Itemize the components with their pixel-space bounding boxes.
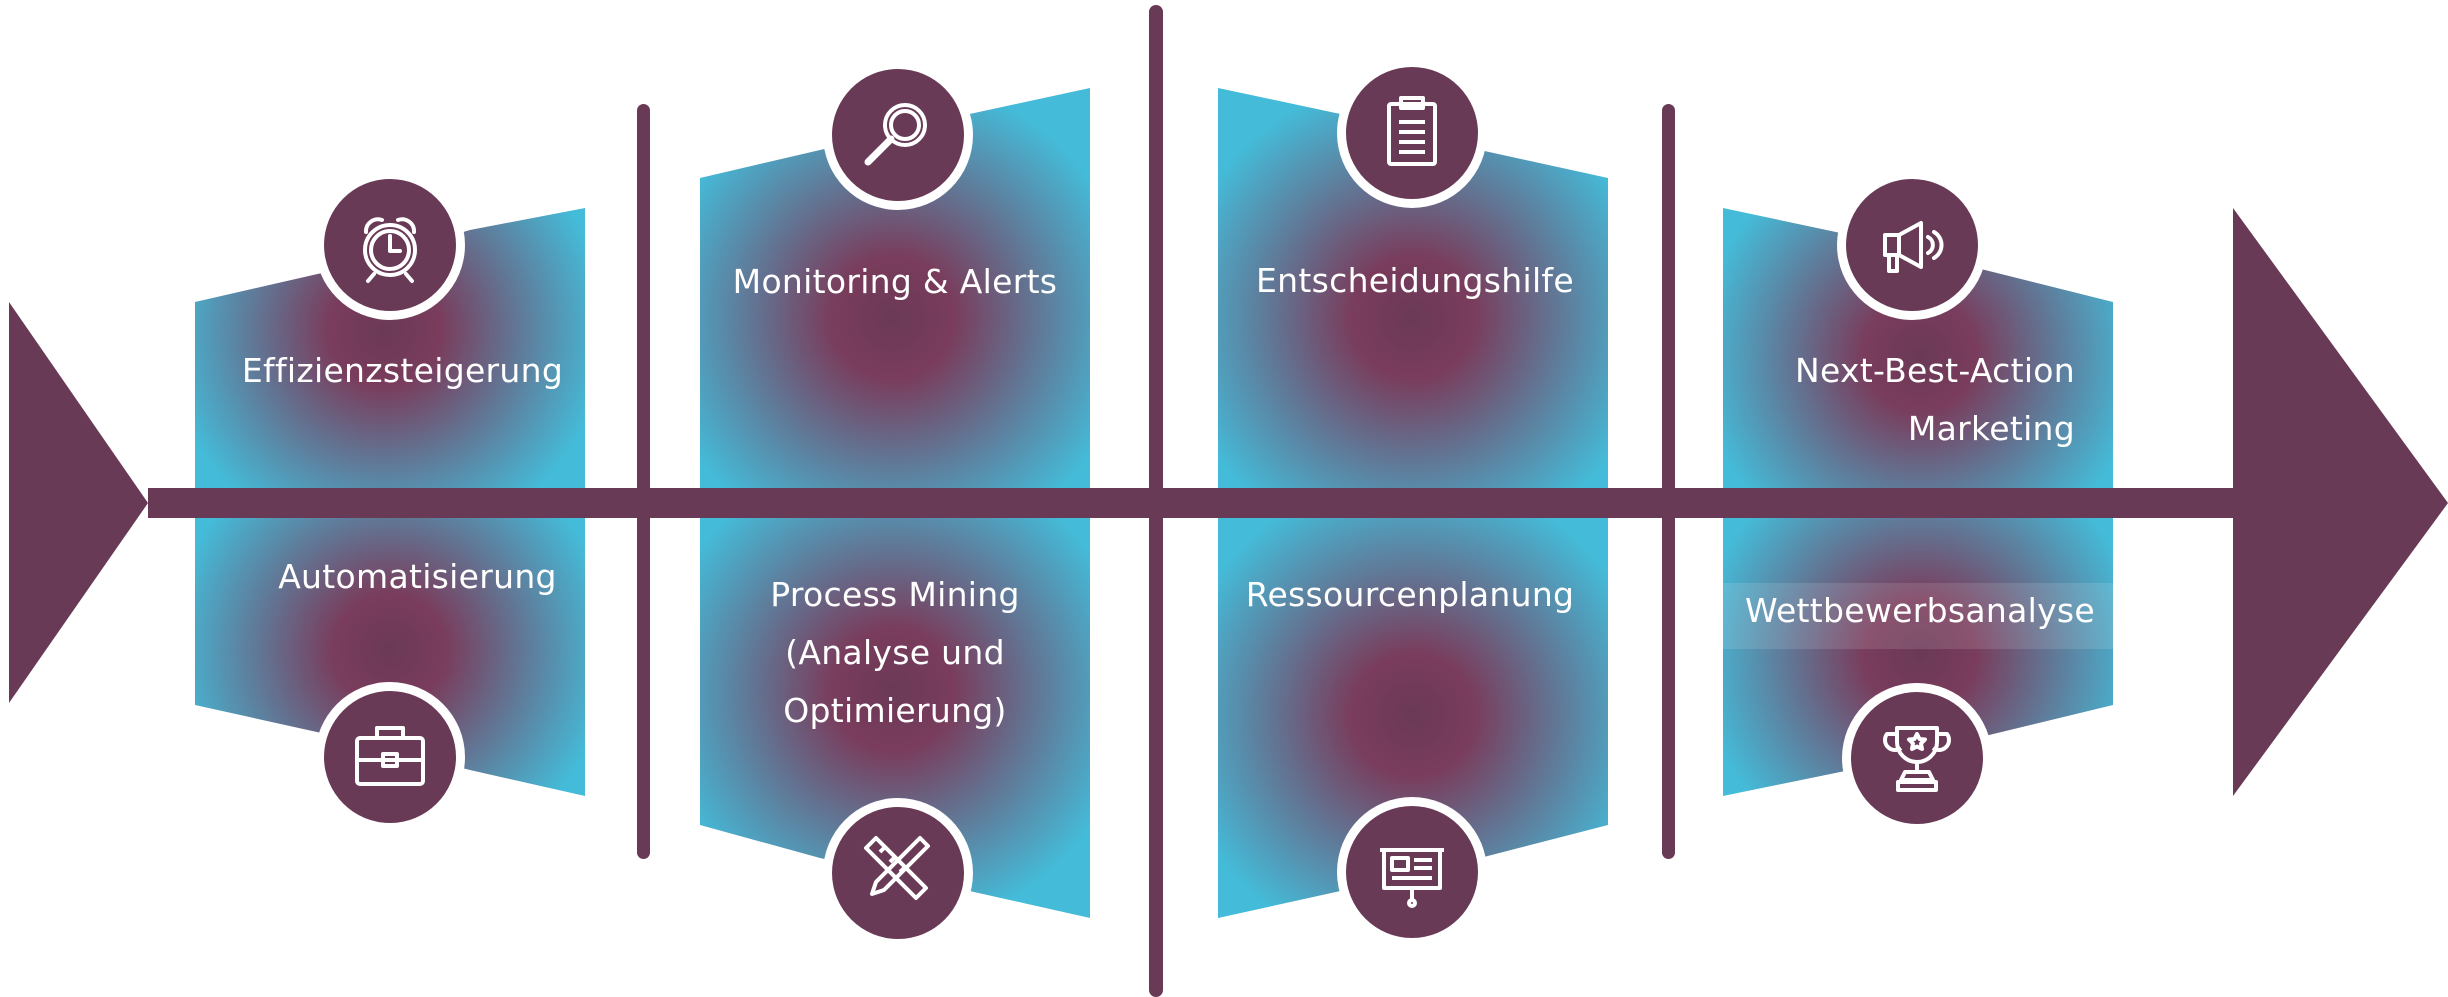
badge-wettbewerbsanalyse bbox=[1842, 683, 1992, 833]
panel-wettbewerbsanalyse bbox=[1723, 518, 2113, 796]
label-ressourcenplanung: Ressourcenplanung bbox=[1210, 566, 1610, 624]
presentation-board-icon bbox=[1380, 848, 1444, 908]
label-automatisierung: Automatisierung bbox=[215, 548, 620, 606]
panel-monitoring bbox=[700, 88, 1090, 488]
label-line: Automatisierung bbox=[278, 557, 557, 596]
rib-1 bbox=[637, 104, 650, 859]
trophy-icon bbox=[1883, 726, 1951, 792]
panel-process-mining bbox=[700, 518, 1090, 918]
ruler-pencil-icon bbox=[864, 836, 930, 900]
label-line: Marketing bbox=[1907, 409, 2075, 448]
label-monitoring: Monitoring & Alerts bbox=[695, 253, 1095, 311]
rib-2 bbox=[1149, 5, 1163, 997]
panel-ressourcenplanung bbox=[1218, 518, 1608, 918]
megaphone-icon bbox=[1883, 221, 1944, 273]
label-line: Ressourcenplanung bbox=[1245, 575, 1575, 614]
magnifier-icon bbox=[864, 103, 927, 166]
arrow-head bbox=[2233, 208, 2448, 796]
label-backdrop bbox=[1722, 583, 2114, 649]
label-wettbewerbsanalyse: Wettbewerbsanalyse bbox=[1720, 582, 2120, 640]
panel-next-best-action bbox=[1723, 208, 2113, 488]
label-entscheidungshilfe: Entscheidungshilfe bbox=[1215, 252, 1615, 310]
label-line: Optimierung) bbox=[783, 691, 1007, 730]
badge-ressourcenplanung bbox=[1337, 797, 1487, 947]
badge-entscheidungshilfe bbox=[1337, 58, 1487, 208]
alarm-clock-icon bbox=[363, 217, 417, 283]
label-line: Entscheidungshilfe bbox=[1256, 261, 1574, 300]
badge-effizienzsteigerung bbox=[315, 170, 465, 320]
panel-automatisierung bbox=[195, 518, 585, 796]
label-next-best-action: Next-Best-Action Marketing bbox=[1720, 342, 2075, 458]
panel-entscheidungshilfe bbox=[1218, 88, 1608, 488]
label-process-mining: Process Mining (Analyse und Optimierung) bbox=[695, 566, 1095, 740]
spine bbox=[148, 488, 2248, 518]
label-line: Wettbewerbsanalyse bbox=[1744, 591, 2096, 630]
label-line: Next-Best-Action bbox=[1794, 351, 2075, 390]
badge-process-mining bbox=[823, 798, 973, 948]
badge-monitoring bbox=[823, 60, 973, 210]
arrow-tail bbox=[9, 302, 148, 703]
badge-next-best-action bbox=[1837, 170, 1987, 320]
panel-effizienzsteigerung bbox=[195, 208, 585, 488]
label-line: Monitoring & Alerts bbox=[732, 262, 1058, 301]
label-effizienzsteigerung: Effizienzsteigerung bbox=[200, 342, 605, 400]
label-line: Effizienzsteigerung bbox=[241, 351, 564, 390]
briefcase-icon bbox=[355, 726, 425, 786]
label-line: Process Mining bbox=[770, 575, 1020, 614]
rib-3 bbox=[1662, 104, 1675, 859]
clipboard-icon bbox=[1387, 96, 1437, 166]
badge-automatisierung bbox=[315, 682, 465, 832]
label-line: (Analyse und bbox=[785, 633, 1005, 672]
